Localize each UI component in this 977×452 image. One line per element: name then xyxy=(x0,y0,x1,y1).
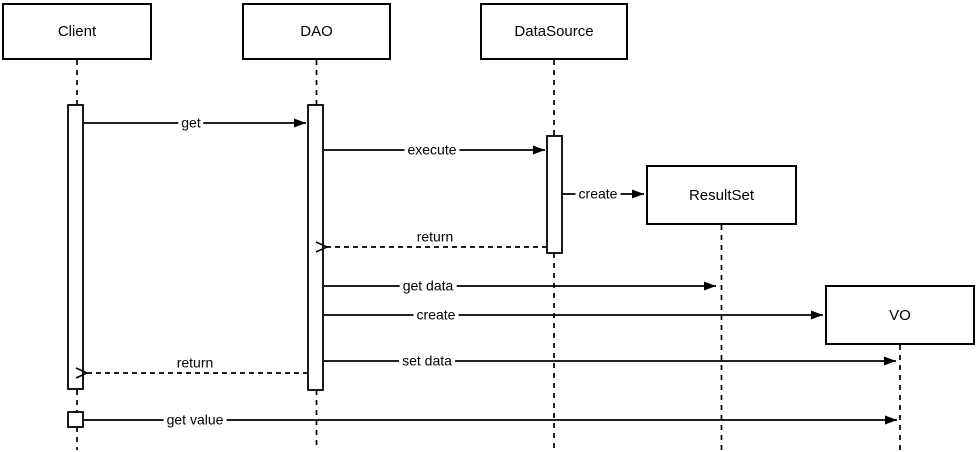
actor-label-datasource: DataSource xyxy=(514,23,594,40)
activation-datasource xyxy=(546,135,563,254)
message-label-get-data: get data xyxy=(399,277,457,294)
message-label-get: get xyxy=(178,114,204,131)
message-label-execute: execute xyxy=(404,141,460,158)
activation-bars xyxy=(67,104,563,428)
actor-label-dao: DAO xyxy=(300,23,333,40)
actor-label-client: Client xyxy=(57,23,97,40)
message-label-create-resultset: create xyxy=(575,185,621,202)
message-label-return-dao: return xyxy=(416,228,454,245)
actor-box-client: Client xyxy=(2,3,152,60)
activation-dao xyxy=(307,104,324,391)
actor-box-vo: VO xyxy=(825,285,975,345)
actor-box-resultset: ResultSet xyxy=(646,165,797,225)
actor-label-resultset: ResultSet xyxy=(688,186,755,204)
message-label-set-data: set data xyxy=(399,352,455,369)
actor-label-vo: VO xyxy=(889,306,911,324)
message-label-return-client: return xyxy=(176,354,214,371)
actor-box-dao: DAO xyxy=(242,3,391,60)
activation-client-small xyxy=(67,411,84,428)
message-label-get-value: get value xyxy=(163,411,227,428)
activation-client xyxy=(67,104,84,390)
actor-box-datasource: DataSource xyxy=(480,3,628,60)
message-label-create-vo: create xyxy=(413,306,459,323)
